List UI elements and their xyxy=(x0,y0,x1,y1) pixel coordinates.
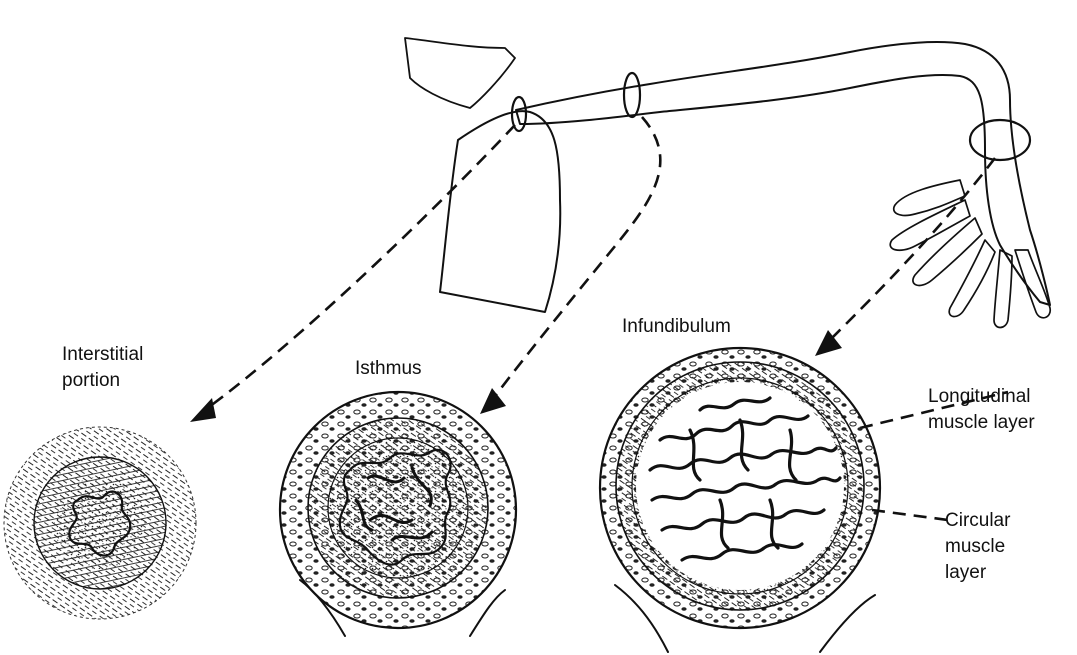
label-longitudinal-line-1: Longitudinal xyxy=(928,384,1035,410)
label-longitudinal-line-2: muscle layer xyxy=(928,410,1035,436)
label-longitudinal: Longitudinal muscle layer xyxy=(928,384,1035,436)
label-circular: Circular muscle layer xyxy=(945,508,1010,586)
label-circular-line-3: layer xyxy=(945,560,1010,586)
label-interstitial: Interstitial portion xyxy=(62,342,143,394)
label-infundibulum: Infundibulum xyxy=(622,314,731,340)
label-isthmus-text: Isthmus xyxy=(355,356,422,382)
label-isthmus: Isthmus xyxy=(355,356,422,382)
label-infundibulum-text: Infundibulum xyxy=(622,314,731,340)
label-interstitial-line-2: portion xyxy=(62,368,143,394)
label-circular-line-2: muscle xyxy=(945,534,1010,560)
label-circular-line-1: Circular xyxy=(945,508,1010,534)
label-interstitial-line-1: Interstitial xyxy=(62,342,143,368)
